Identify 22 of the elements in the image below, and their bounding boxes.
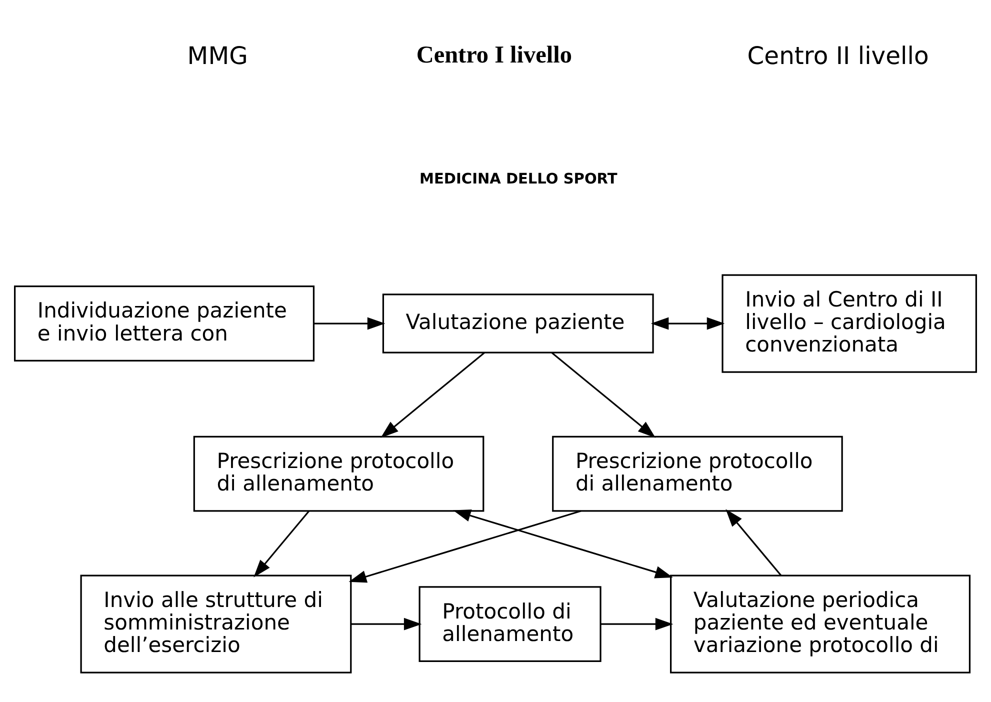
arrow [551, 352, 656, 438]
arrow [350, 618, 422, 630]
node-box: Protocollo di allenamento [418, 586, 602, 662]
arrow [600, 618, 674, 630]
label: MMG [187, 42, 248, 70]
node-box: Invio al Centro di II livello – cardiologia convenzionata [722, 274, 977, 373]
arrow [348, 510, 582, 583]
node-box: Individuazione paziente e invio lettera con [14, 286, 315, 362]
arrow [726, 509, 782, 576]
arrow [453, 510, 673, 578]
label: Centro II livello [747, 42, 929, 70]
arrow [314, 317, 386, 330]
arrow [380, 352, 485, 438]
node-box: Prescrizione protocollo di allenamento [552, 436, 843, 512]
label: MEDICINA DELLO SPORT [420, 171, 618, 188]
node-box: Invio alle strutture di somministrazione dell’esercizio [80, 574, 352, 674]
arrow [650, 317, 725, 330]
node-box: Valutazione periodica paziente ed eventuale variazione protocollo di [670, 574, 971, 674]
label: Centro I livello [416, 42, 572, 69]
node-box: Valutazione paziente [382, 294, 654, 354]
arrow [254, 510, 310, 578]
node-box: Prescrizione protocollo di allenamento [193, 436, 484, 512]
